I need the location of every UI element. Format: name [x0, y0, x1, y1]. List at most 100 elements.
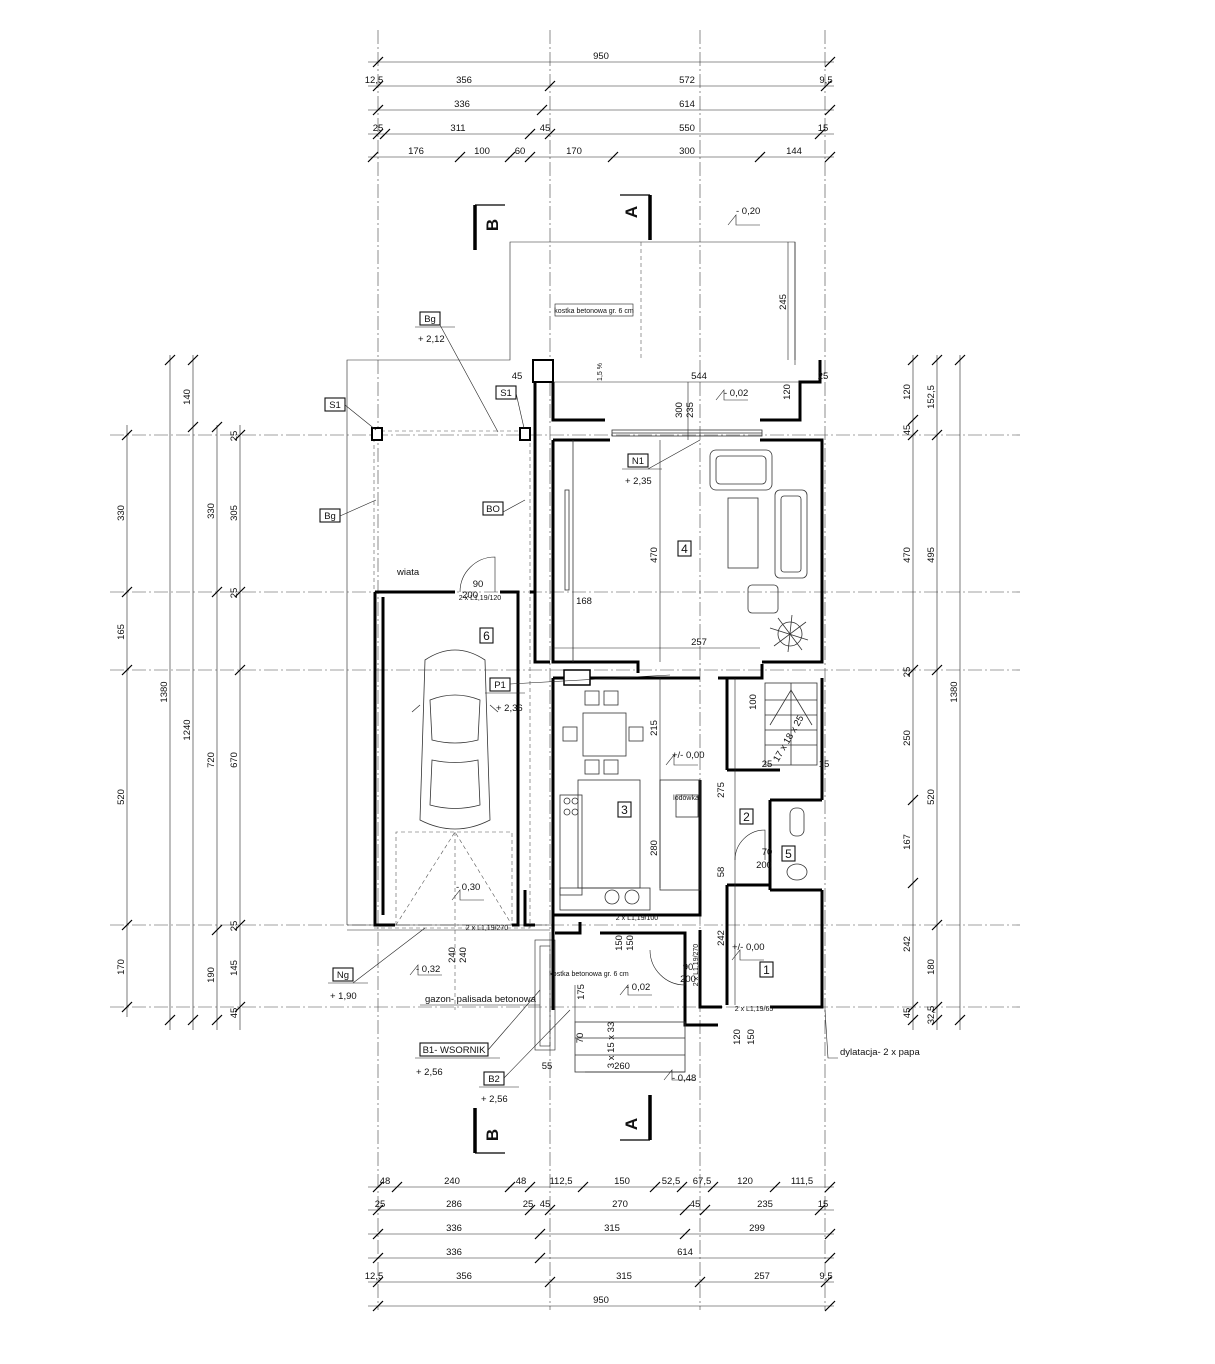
dim-right-7: 250 [902, 730, 913, 746]
label-bg: Bg [424, 314, 436, 325]
dim-right-12: 180 [926, 959, 937, 975]
dim-right-2: 152,5 [926, 385, 937, 409]
dim-top-7: 614 [679, 99, 695, 110]
dim-bottom-2: 240 [444, 1176, 460, 1187]
dim-bottom-5: 150 [614, 1176, 630, 1187]
dim-inner-20: 280 [649, 840, 660, 856]
label-ng: Ng [337, 970, 349, 981]
dim-bottom-27: 9,5 [819, 1271, 832, 1282]
level-5: - 0,30 [456, 882, 480, 893]
label-door-2: 2 x L1,19/100 [616, 915, 659, 922]
dim-top-6: 336 [454, 99, 470, 110]
label-slope: 1,5 % [597, 363, 604, 381]
dim-bottom-26: 257 [754, 1271, 770, 1282]
dim-right-6: 25 [902, 667, 913, 678]
dim-right-14: 32,5 [926, 1006, 937, 1025]
dim-top-17: 300 [679, 146, 695, 157]
dim-bottom-12: 25 [523, 1199, 534, 1210]
dim-left-1: 140 [182, 389, 193, 405]
dim-bottom-7: 67,5 [693, 1176, 712, 1187]
label-b2: B2 [488, 1074, 500, 1085]
dim-inner-13: 17 x 18 x 25 [771, 714, 806, 764]
furniture [411, 429, 818, 1073]
dim-bottom-17: 15 [818, 1199, 829, 1210]
dim-left-13: 25 [229, 431, 240, 442]
dim-right-3: 45 [902, 425, 913, 436]
dim-right-4: 470 [902, 547, 913, 563]
dim-top-10: 45 [540, 123, 551, 134]
dim-inner-4: 120 [782, 384, 793, 400]
section-a-top: A [622, 206, 641, 218]
dim-bottom-18: 336 [446, 1223, 462, 1234]
label-bg-level: + 2,12 [418, 334, 445, 345]
inner-dimensions: 245 45 544 120 25 300 235 470 168 257 10… [447, 242, 830, 1073]
dim-bottom-25: 315 [616, 1271, 632, 1282]
dim-top-18: 144 [786, 146, 802, 157]
dim-bottom-1: 48 [380, 1176, 391, 1187]
label-n1: N1 [632, 456, 644, 467]
dim-inner-28: 3 x 15 x 33 [606, 1022, 617, 1068]
dim-inner-11: 100 [748, 694, 759, 710]
level-8: - 0,48 [672, 1073, 696, 1084]
dim-inner-30: 55 [542, 1061, 553, 1072]
dim-top-5: 9,5 [819, 75, 832, 86]
dim-left-9: 330 [206, 503, 217, 519]
dim-inner-33: 90 [473, 579, 484, 590]
dim-inner-23: 150 [625, 935, 636, 951]
dim-left-10: 720 [206, 752, 217, 768]
dim-inner-5: 25 [818, 371, 829, 382]
dim-inner-10: 257 [691, 637, 707, 648]
dim-left-12: 305 [229, 505, 240, 521]
label-wiata: wiata [396, 567, 420, 578]
dim-left-5: 170 [116, 959, 127, 975]
label-b1-level: + 2,56 [416, 1067, 443, 1078]
dim-inner-1: 245 [778, 294, 789, 310]
room-3: 3 [621, 803, 628, 817]
label-n1-level: + 2,35 [625, 476, 652, 487]
dim-right-13: 45 [902, 1008, 913, 1019]
label-ng-level: + 1,90 [330, 991, 357, 1002]
level-4: +/- 0,00 [732, 942, 764, 953]
label-b1: B1- WSORNIK [423, 1045, 486, 1056]
dim-inner-15: 15 [819, 759, 830, 770]
labels: Bg + 2,12 S1 S1 Bg BO N1 + 2,35 P1 + 2,3… [319, 303, 920, 1105]
dim-inner-27: 70 [575, 1033, 586, 1044]
label-s1-right: S1 [500, 388, 512, 399]
room-2: 2 [743, 810, 750, 824]
dim-inner-35: 90 [683, 962, 694, 973]
dim-bottom-14: 270 [612, 1199, 628, 1210]
car-icon [411, 649, 499, 830]
dim-right-1: 120 [902, 384, 913, 400]
dim-inner-7: 235 [685, 402, 696, 418]
label-door-1: 2 x L1,19/270 [466, 925, 509, 932]
dimension-chain-top: 950 12,5 356 572 9,5 336 614 25 311 45 5… [365, 51, 836, 163]
level-1: - 0,20 [736, 206, 760, 217]
label-kostka-bottom: kostka betonowa gr. 6 cm [549, 971, 629, 978]
dim-inner-3: 544 [691, 371, 707, 382]
dim-right-5: 495 [926, 547, 937, 563]
dim-inner-32: 150 [746, 1029, 757, 1045]
level-2: - 0,02 [724, 388, 748, 399]
label-kostka-top: kostka betonowa gr. 6 cm [554, 308, 634, 315]
dim-inner-16: 275 [716, 782, 727, 798]
dim-right-11: 242 [902, 936, 913, 952]
dim-right-8: 1380 [949, 681, 960, 702]
dim-inner-24: 240 [447, 947, 458, 963]
dim-left-16: 145 [229, 960, 240, 976]
dim-top-15: 60 [515, 146, 526, 157]
dim-inner-17: 70 [762, 847, 773, 858]
dim-bottom-3: 48 [516, 1176, 527, 1187]
dim-top-14: 100 [474, 146, 490, 157]
dim-left-4: 520 [116, 789, 127, 805]
section-b-top: B [483, 219, 502, 231]
label-bg-2: Bg [324, 511, 336, 522]
dim-inner-21: 242 [716, 930, 727, 946]
label-p1: P1 [494, 680, 506, 691]
dimension-chain-bottom: 48 240 48 112,5 150 52,5 67,5 120 111,5 … [365, 1176, 836, 1312]
dim-top-1: 950 [593, 51, 609, 62]
dim-top-12: 15 [818, 123, 829, 134]
dim-bottom-24: 356 [456, 1271, 472, 1282]
dim-left-6: 45 [229, 1008, 240, 1019]
label-gazon: gazon- palisada betonowa [425, 994, 537, 1005]
dim-right-10: 167 [902, 834, 913, 850]
